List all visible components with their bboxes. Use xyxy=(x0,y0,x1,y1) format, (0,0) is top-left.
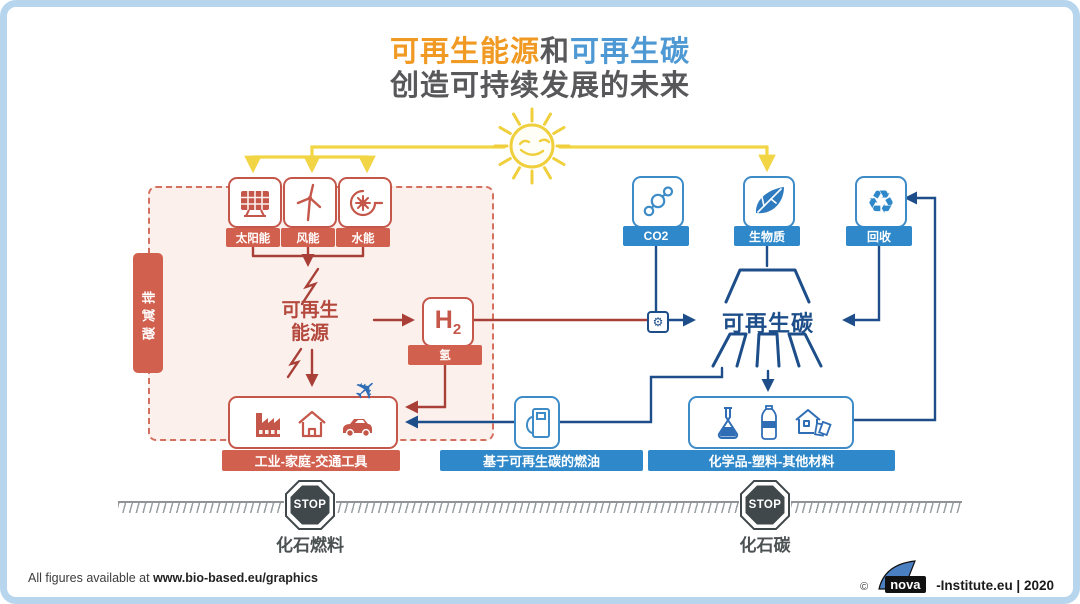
fuel-pump-icon xyxy=(526,407,550,438)
industry-home-transport-box xyxy=(228,396,398,449)
footer-source-text: All figures available at www.bio-based.e… xyxy=(28,571,318,585)
chemicals-plastics-materials-box xyxy=(688,396,854,449)
renewable-fuel-label: 基于可再生碳的燃油 xyxy=(440,450,643,471)
co2-box xyxy=(632,176,684,228)
stop-sign-fossil-carbon: STOP xyxy=(737,477,793,533)
nova-wordmark: nova xyxy=(885,576,926,593)
flask-icon xyxy=(717,406,739,439)
wind-label: 风能 xyxy=(281,228,335,247)
recycle-box: ♻ xyxy=(855,176,907,228)
chemicals-plastics-materials-label: 化学品-塑料-其他材料 xyxy=(648,450,895,471)
car-icon xyxy=(343,418,372,437)
renewable-carbon-text: 可再生碳 xyxy=(721,311,814,336)
renewable-energy-text: 可再生 能源 xyxy=(281,300,339,344)
hydro-box xyxy=(338,177,392,228)
co2-label: CO2 xyxy=(623,226,689,246)
fossil-carbon-label: 化石碳 xyxy=(739,536,791,555)
solar-label: 太阳能 xyxy=(226,228,280,247)
plastic-bottle-icon xyxy=(761,404,777,440)
sun-rays-connectors xyxy=(244,145,776,174)
hydrogen-box: H2 xyxy=(422,297,474,347)
recycle-label: 回收 xyxy=(846,226,912,246)
footer-institute-text: -Institute.eu | 2020 xyxy=(936,578,1054,593)
title-line1: 可再生能源和可再生碳 xyxy=(0,28,1080,70)
solar-panel-icon xyxy=(241,190,269,217)
wind-turbine-icon xyxy=(296,183,322,221)
wind-box xyxy=(283,177,337,228)
footer-logo-block: © nova -Institute.eu | 2020 xyxy=(860,559,1054,599)
home-icon xyxy=(298,410,326,437)
stop-sign-fossil-fuels: STOP xyxy=(282,477,338,533)
nova-logo: nova xyxy=(873,560,931,595)
co2-molecule-icon xyxy=(643,186,674,217)
title-and: 和 xyxy=(539,36,570,68)
title-renewable-carbon: 可再生碳 xyxy=(570,36,691,68)
stop-text: STOP xyxy=(748,499,782,511)
solar-box xyxy=(228,177,282,228)
h2-symbol: H2 xyxy=(434,305,462,338)
hydrogen-label: 氢 xyxy=(408,345,482,365)
biomass-label: 生物质 xyxy=(734,226,800,246)
fossil-fuels-label: 化石燃料 xyxy=(276,536,344,555)
footer-link: www.bio-based.eu/graphics xyxy=(153,571,318,585)
hydro-turbine-icon xyxy=(349,189,384,216)
stop-text: STOP xyxy=(293,499,327,511)
copyright-symbol: © xyxy=(860,581,869,593)
decarbonisation-label: 碳减排 xyxy=(141,285,157,341)
decarbonisation-band: 碳减排 xyxy=(133,253,163,373)
stop-octagon-icon xyxy=(739,479,791,531)
hydro-label: 水能 xyxy=(336,228,390,247)
biomass-box xyxy=(743,176,795,228)
building-materials-icon xyxy=(795,408,832,437)
stop-octagon-icon xyxy=(284,479,336,531)
factory-icon xyxy=(256,412,280,437)
fuel-pump-box xyxy=(514,396,560,449)
ground-line xyxy=(118,501,962,513)
title-line2: 创造可持续发展的未来 xyxy=(389,70,690,102)
title-renewable-energy: 可再生能源 xyxy=(389,36,540,68)
conversion-gear-icon: ⚙ xyxy=(647,311,669,333)
recycle-icon: ♻ xyxy=(866,184,896,220)
leaf-icon xyxy=(755,187,784,214)
industry-home-transport-label: 工业-家庭-交通工具 xyxy=(222,450,400,471)
sun-icon xyxy=(493,107,571,185)
